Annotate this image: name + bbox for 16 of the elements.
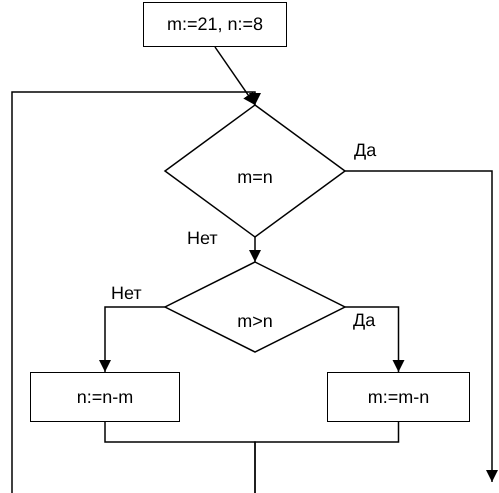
arrow	[249, 237, 261, 262]
arrow	[99, 306, 165, 372]
node-text: n:=n-m	[76, 386, 134, 408]
node-text: m>n	[237, 310, 273, 332]
node-text: m:=m-n	[368, 386, 430, 408]
arrow	[214, 46, 256, 106]
arrow	[345, 170, 498, 482]
process-box	[30, 372, 180, 422]
node-text: m:=21, n:=8	[166, 14, 264, 35]
arrow	[345, 306, 404, 372]
process-box	[327, 372, 470, 422]
arrow	[11, 91, 261, 493]
connector-line	[254, 422, 400, 493]
node-text: m=n	[237, 166, 273, 188]
process-box	[143, 2, 287, 47]
decision-diamond	[165, 262, 345, 352]
